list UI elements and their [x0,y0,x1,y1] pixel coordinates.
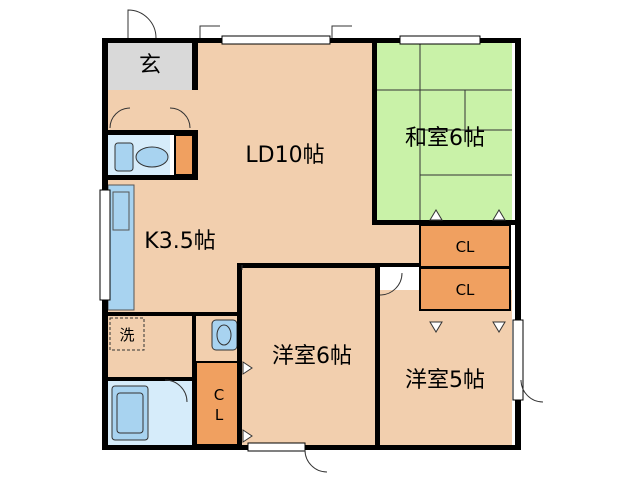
label-closet-vertical-l: L [215,406,224,424]
youshitsu5-floor [380,290,512,445]
label-closet-lower: CL [456,281,475,299]
kitchen-counter [107,184,135,311]
label-washitsu: 和室6帖 [405,126,485,151]
label-youshitsu5: 洋室5帖 [405,368,485,393]
label-kitchen: K3.5帖 [144,229,215,254]
bathtub-icon [111,385,149,441]
washitsu-floor [377,42,512,222]
youshitsu6-floor [242,268,377,445]
label-entrance: 玄 [139,53,161,78]
tatami-lines [377,42,512,222]
label-laundry: 洗 [119,326,134,344]
kitchen-sink [112,191,130,231]
label-closet-upper: CL [456,238,475,256]
closet-lower [419,267,511,311]
closet-upper [419,224,511,268]
label-closet-vertical-c: C [214,386,224,404]
windows [99,35,524,452]
door-markers [242,209,506,443]
label-youshitsu6: 洋室6帖 [272,344,352,369]
label-ld: LD10帖 [245,143,324,168]
toilet-icon [114,142,169,172]
laundry-pan [109,317,145,351]
hall-floor [108,88,198,133]
entrance-floor [108,42,196,90]
washbasin-icon [211,319,238,351]
doors [109,9,544,473]
